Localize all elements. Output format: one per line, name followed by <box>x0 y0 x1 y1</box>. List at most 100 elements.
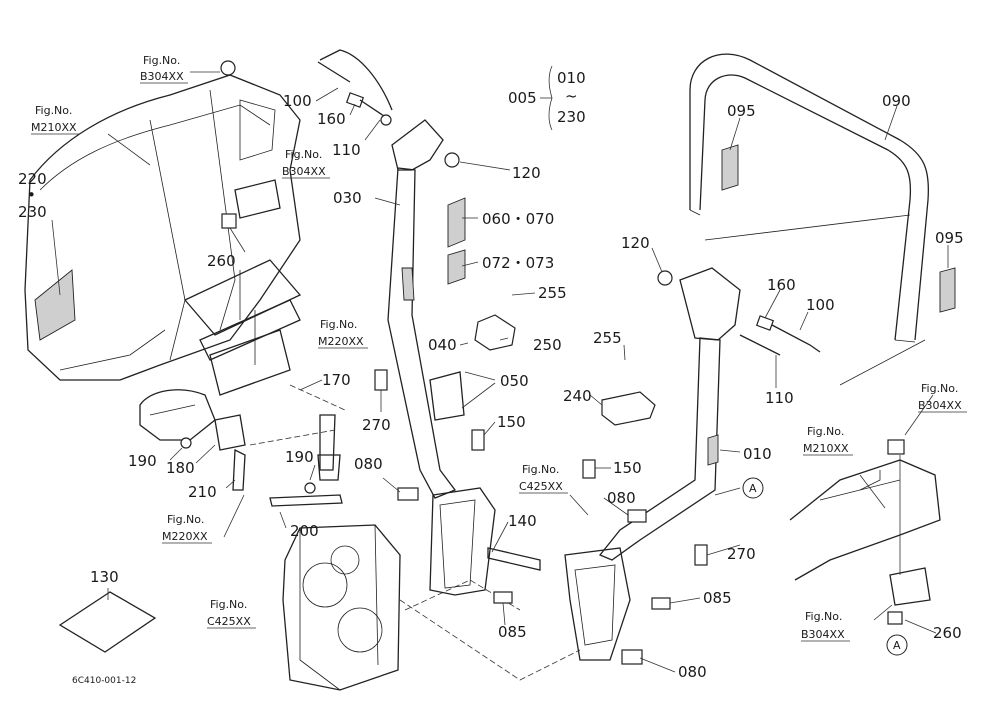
decal-072-073 <box>447 249 466 285</box>
rest-240 <box>601 391 656 426</box>
bracket-b304-right <box>889 567 931 606</box>
fig-ref-m220-upper: M220XX <box>318 335 364 348</box>
callout-210: 210 <box>188 483 217 501</box>
callout-095-right: 095 <box>935 229 964 247</box>
bolt-150-upper <box>471 429 485 451</box>
callout-230: 230 <box>18 203 47 221</box>
callout-240: 240 <box>563 387 592 405</box>
callout-160-left: 160 <box>317 110 346 128</box>
bolt-150-mid <box>582 459 596 479</box>
frame-m210-right <box>789 459 941 581</box>
callout-085-lower: 085 <box>498 623 527 641</box>
pin-set-right <box>739 315 821 356</box>
fig-label-b304-left: Fig.No. <box>285 148 322 161</box>
callout-150-mid: 150 <box>613 459 642 477</box>
callout-255-lower: 255 <box>593 329 622 347</box>
callout-190-mid: 190 <box>285 448 314 466</box>
nut-120-right <box>657 270 673 286</box>
callout-040: 040 <box>428 336 457 354</box>
bushing-260-right <box>887 611 903 625</box>
bushing-260-left <box>221 213 237 229</box>
svg-text:A: A <box>893 639 901 652</box>
callout-170: 170 <box>322 371 351 389</box>
callout-095-left: 095 <box>727 102 756 120</box>
callout-110-right: 110 <box>765 389 794 407</box>
callout-270-right: 270 <box>727 545 756 563</box>
fig-ref-b304-right-lower: B304XX <box>801 628 845 641</box>
leader-lines <box>51 65 949 673</box>
callout-255-upper: 255 <box>538 284 567 302</box>
fig-label-c425-mid: Fig.No. <box>522 463 559 476</box>
decal-095-right <box>939 267 956 313</box>
callout-130: 130 <box>90 568 119 586</box>
callout-270-left: 270 <box>362 416 391 434</box>
fig-ref-c425-left: C425XX <box>207 615 251 628</box>
bolt-080-mid <box>627 509 647 523</box>
callout-220-230-dot: • <box>27 186 36 204</box>
fender-assembly <box>24 74 301 381</box>
callout-050: 050 <box>500 372 529 390</box>
fig-ref-b304-right-upper: B304XX <box>918 399 962 412</box>
fig-ref-c425-mid: C425XX <box>519 480 563 493</box>
bolt-270-right <box>694 544 708 566</box>
callout-080-left: 080 <box>354 455 383 473</box>
bolt-270-left <box>374 369 388 391</box>
callout-010: 010 <box>743 445 772 463</box>
callout-200: 200 <box>290 522 319 540</box>
callout-080-lower: 080 <box>678 663 707 681</box>
callout-140: 140 <box>508 512 537 530</box>
callout-220: 220 <box>18 170 47 188</box>
svg-text:A: A <box>749 482 757 495</box>
bracket-b304-left <box>234 179 281 219</box>
fig-ref-b304-top: B304XX <box>140 70 184 83</box>
fig-ref-m210-left: M210XX <box>31 121 77 134</box>
bolt-b304-top <box>220 60 236 76</box>
callout-072-073: 072・073 <box>482 254 554 272</box>
callout-100-left: 100 <box>283 92 312 110</box>
rops-hoop <box>689 53 930 386</box>
callout-190-left: 190 <box>128 452 157 470</box>
fig-label-b304-right-lower: Fig.No. <box>805 610 842 623</box>
fig-ref-m220-lower: M220XX <box>162 530 208 543</box>
pin-set-left <box>317 49 393 126</box>
callout-010-range-top: 010 <box>557 69 586 87</box>
callout-230-range-bottom: 230 <box>557 108 586 126</box>
seat-bracket-assembly <box>183 259 302 396</box>
reference-marker-a-upper: A <box>742 477 764 499</box>
callout-250: 250 <box>533 336 562 354</box>
callout-120-left: 120 <box>512 164 541 182</box>
fig-label-m220-lower: Fig.No. <box>167 513 204 526</box>
callout-150-upper: 150 <box>497 413 526 431</box>
callout-090: 090 <box>882 92 911 110</box>
callout-030: 030 <box>333 189 362 207</box>
decal-060-070 <box>447 197 466 248</box>
figure-references: Fig.No. B304XX Fig.No. M210XX Fig.No. B3… <box>31 54 967 642</box>
callout-005: 005 <box>508 89 537 107</box>
decal-095-left <box>721 144 739 191</box>
fig-label-b304-top: Fig.No. <box>143 54 180 67</box>
callout-180: 180 <box>166 459 195 477</box>
fig-label-m210-left: Fig.No. <box>35 104 72 117</box>
callout-110-left: 110 <box>332 141 361 159</box>
bolt-b304-right <box>887 439 905 455</box>
bolt-080-lower <box>621 649 643 665</box>
fig-ref-b304-left: B304XX <box>282 165 326 178</box>
fig-label-m210-right: Fig.No. <box>807 425 844 438</box>
bracket-050 <box>429 371 465 421</box>
fig-label-m220-upper: Fig.No. <box>320 318 357 331</box>
drawing-code: 6C410-001-12 <box>72 676 136 686</box>
bolt-085-lower <box>493 591 513 604</box>
bolt-080-left <box>397 487 419 501</box>
callout-range-tilde: ~ <box>565 87 578 105</box>
callout-080-mid: 080 <box>607 489 636 507</box>
callout-160-right: 160 <box>767 276 796 294</box>
callout-060-070: 060・070 <box>482 210 554 228</box>
seat-belt-assembly <box>139 384 346 507</box>
part-callouts: 005 010 ~ 230 220 • 230 100 160 110 120 … <box>18 69 964 681</box>
nut-120-left <box>444 152 460 168</box>
callout-085-right: 085 <box>703 589 732 607</box>
operators-manual <box>58 591 157 653</box>
callout-260-right: 260 <box>933 624 962 642</box>
fig-label-b304-right-upper: Fig.No. <box>921 382 958 395</box>
